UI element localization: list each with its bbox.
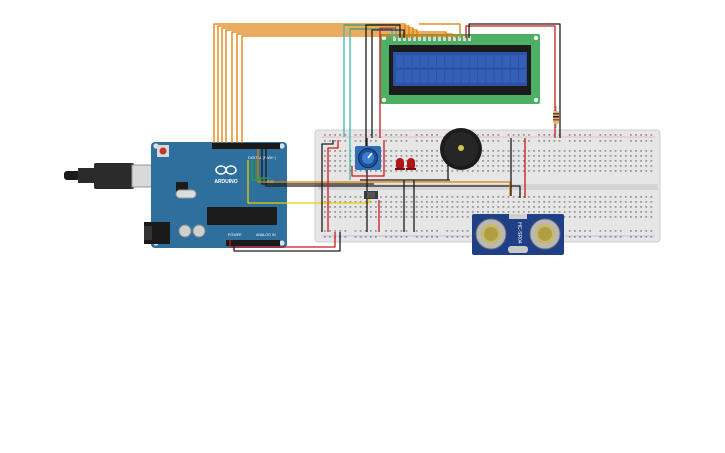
wire-orange (241, 35, 457, 143)
wire-green (255, 160, 270, 179)
power-label: POWER (228, 233, 242, 237)
arduino-brand-label: ARDUINO (214, 179, 237, 185)
wire-black (365, 24, 401, 150)
wire-black (261, 149, 374, 185)
atmega-chip (207, 207, 277, 225)
wire-green (251, 160, 262, 181)
red-led-2[interactable] (406, 158, 416, 170)
wire-orange (221, 27, 414, 143)
lcd-16x2[interactable] (380, 34, 540, 104)
wire-teal (349, 28, 393, 180)
lcd-character-cells (396, 55, 527, 83)
ultrasonic-sensor[interactable]: HC-SR04 (472, 214, 564, 255)
usb-port (131, 164, 155, 188)
wire-black (468, 23, 561, 138)
wire-black (265, 149, 521, 198)
usb-cable (64, 171, 80, 180)
wires (213, 23, 561, 252)
arduino-logo (215, 165, 237, 175)
piezo-buzzer[interactable] (440, 128, 482, 170)
pushbutton[interactable] (364, 191, 378, 199)
wire-red (327, 140, 339, 232)
wire-orange (419, 23, 461, 38)
wire-red (379, 27, 396, 138)
wire-yellow (247, 160, 370, 204)
arduino-uno[interactable]: ARDUINO DIGITAL (PWM~) POWER ANALOG IN U… (64, 142, 287, 248)
red-led-1[interactable] (395, 158, 405, 170)
resistor[interactable] (553, 106, 559, 128)
wire-black (321, 140, 334, 232)
wire-orange (257, 149, 511, 196)
wire-black (371, 29, 405, 138)
power-analog-header (226, 240, 280, 246)
analog-label: ANALOG IN (256, 233, 276, 237)
wire-red (229, 232, 336, 248)
digital-header (212, 143, 280, 149)
wire-orange (231, 31, 447, 143)
wire-red (351, 140, 385, 177)
wire-black (233, 232, 341, 252)
lcd-pin-header (393, 36, 471, 41)
potentiometer[interactable] (355, 146, 381, 170)
wire-red (465, 25, 556, 138)
wire-orange (213, 23, 406, 143)
sensor-label: HC-SR04 (516, 222, 522, 244)
